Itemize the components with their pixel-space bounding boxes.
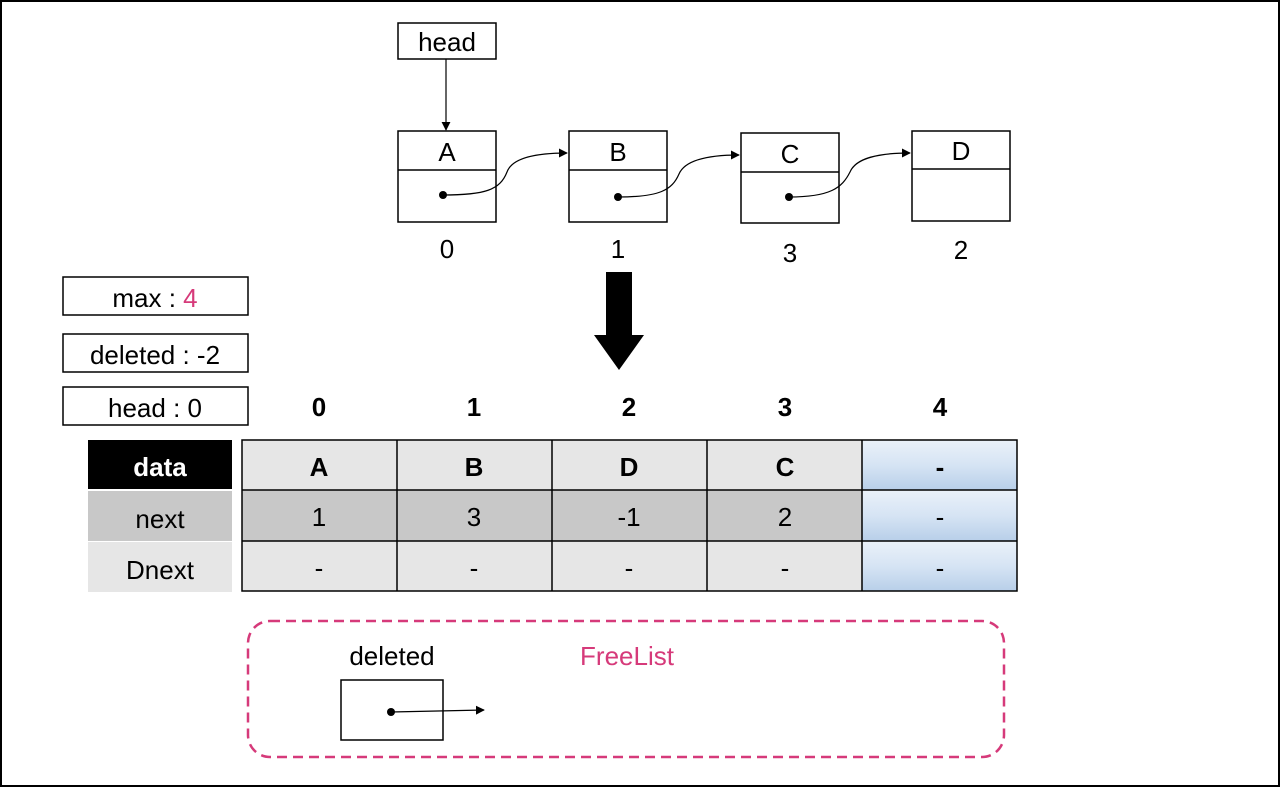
node-index: 2 bbox=[954, 235, 968, 265]
list-node-c: C 3 bbox=[740, 132, 840, 268]
link-arrow-c-d bbox=[788, 148, 911, 198]
link-arrow-a-b bbox=[442, 148, 568, 196]
table-cell: -1 bbox=[617, 502, 640, 532]
max-field: max : 4 bbox=[62, 276, 249, 316]
column-index: 3 bbox=[778, 392, 792, 422]
table-cell: - bbox=[936, 502, 945, 532]
column-index: 1 bbox=[467, 392, 481, 422]
table-cell: D bbox=[620, 452, 639, 482]
freelist-region: FreeList deleted bbox=[246, 619, 1006, 759]
node-index: 1 bbox=[611, 234, 625, 264]
column-indices: 0 1 2 3 4 bbox=[312, 392, 948, 422]
table-cell: C bbox=[776, 452, 795, 482]
head-field-text: head : 0 bbox=[108, 393, 202, 423]
list-node-b: B 1 bbox=[568, 130, 668, 264]
node-data: B bbox=[609, 137, 626, 167]
table-cell: 1 bbox=[312, 502, 326, 532]
row-labels: data next Dnext bbox=[88, 440, 232, 592]
table-cell: - bbox=[315, 553, 324, 583]
deleted-field-text: deleted : -2 bbox=[90, 340, 220, 370]
node-index: 0 bbox=[440, 234, 454, 264]
row-label-bg bbox=[88, 491, 232, 541]
head-pointer: head bbox=[397, 22, 497, 131]
node-data: D bbox=[952, 136, 971, 166]
freelist-pointer-arrow bbox=[390, 705, 485, 715]
row-label: data bbox=[133, 452, 187, 482]
node-data: C bbox=[781, 139, 800, 169]
deleted-field: deleted : -2 bbox=[62, 333, 249, 373]
table-cell: - bbox=[936, 452, 945, 482]
head-label: head bbox=[418, 27, 476, 57]
table-cell: - bbox=[936, 553, 945, 583]
row-label-bg bbox=[88, 542, 232, 592]
node-index: 3 bbox=[783, 238, 797, 268]
table-cell: 3 bbox=[467, 502, 481, 532]
link-arrow-b-c bbox=[617, 150, 740, 198]
table-cell: A bbox=[310, 452, 329, 482]
column-index: 2 bbox=[622, 392, 636, 422]
row-label-bg bbox=[88, 440, 232, 489]
array-table: A B D C - 1 3 -1 2 - - - - - - bbox=[241, 439, 1018, 592]
svg-text:max : 4: max : 4 bbox=[112, 283, 197, 313]
freelist-title: FreeList bbox=[580, 641, 675, 671]
row-label: Dnext bbox=[126, 555, 195, 585]
max-label: max : bbox=[112, 283, 183, 313]
table-cell: - bbox=[625, 553, 634, 583]
column-index: 4 bbox=[933, 392, 948, 422]
column-index: 0 bbox=[312, 392, 326, 422]
head-field: head : 0 bbox=[62, 386, 249, 426]
table-cell: 2 bbox=[778, 502, 792, 532]
freelist-border bbox=[246, 619, 1006, 759]
node-data: A bbox=[438, 137, 456, 167]
list-node-d: D 2 bbox=[911, 130, 1011, 265]
max-value: 4 bbox=[183, 283, 197, 313]
row-label: next bbox=[135, 504, 185, 534]
freelist-deleted-label: deleted bbox=[349, 641, 434, 671]
big-down-arrow-icon bbox=[594, 272, 644, 370]
head-box bbox=[397, 22, 497, 60]
table-cell: - bbox=[781, 553, 790, 583]
table-cell: B bbox=[465, 452, 484, 482]
table-cell: - bbox=[470, 553, 479, 583]
list-node-a: A 0 bbox=[397, 130, 497, 264]
